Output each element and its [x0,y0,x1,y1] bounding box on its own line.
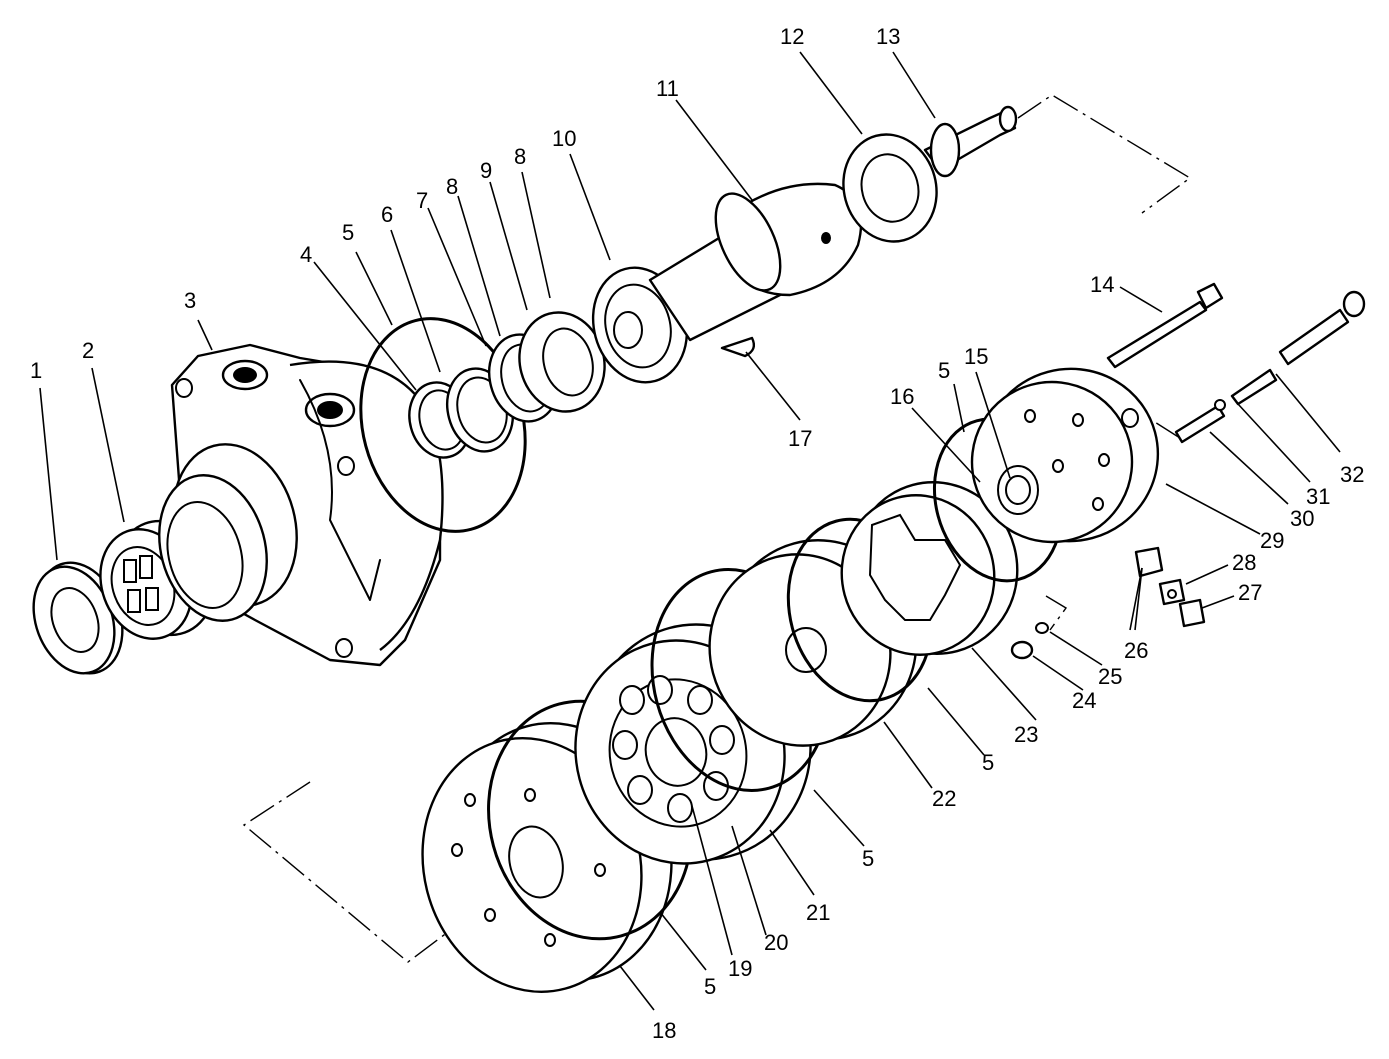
callout-24: 24 [1072,688,1096,713]
callout-32: 32 [1340,462,1364,487]
callout-29: 29 [1260,528,1284,553]
cap-bolt-part [1106,282,1224,369]
callout-13: 13 [876,24,900,49]
callout-12: 12 [780,24,804,49]
callout-14: 14 [1090,272,1114,297]
callout-20: 20 [764,930,788,955]
callout-23: 23 [1014,722,1038,747]
callout-8a: 8 [446,174,458,199]
callout-5e: 5 [704,974,716,999]
callout-22: 22 [932,786,956,811]
seal-rings-group [359,311,606,533]
woodruff-key-part [720,336,756,358]
callout-21: 21 [806,900,830,925]
callout-4: 4 [300,242,312,267]
valve-housing-part [932,367,1160,583]
spline-plate-part [842,133,938,243]
callout-30: 30 [1290,506,1314,531]
callout-5c: 5 [982,750,994,775]
callout-3: 3 [184,288,196,313]
callout-15: 15 [964,344,988,369]
callout-28: 28 [1232,550,1256,575]
relief-valve-parts [1174,290,1366,444]
drive-link-part [923,105,1018,178]
callout-11: 11 [656,76,679,101]
callout-17: 17 [788,426,812,451]
callout-25: 25 [1098,664,1122,689]
callout-labels: 1 2 3 4 5 6 7 8 9 8 10 11 12 13 14 5 15 … [30,24,1364,1043]
callout-16: 16 [890,384,914,409]
callout-2: 2 [82,338,94,363]
callout-5a: 5 [342,220,354,245]
callout-26: 26 [1124,638,1148,663]
callout-9: 9 [480,158,492,183]
callout-5d: 5 [862,846,874,871]
valve-part [786,481,1019,703]
callout-8b: 8 [514,144,526,169]
check-valve-parts [1010,546,1206,660]
leader-lines [39,51,1341,1011]
callout-10: 10 [552,126,576,151]
callout-18: 18 [652,1018,676,1043]
output-shaft-part [648,182,863,342]
callout-1: 1 [30,358,42,383]
callout-7: 7 [416,188,428,213]
callout-31: 31 [1306,484,1330,509]
callout-27: 27 [1238,580,1262,605]
callout-19: 19 [728,956,752,981]
callout-5b: 5 [938,358,950,383]
callout-6: 6 [381,202,393,227]
